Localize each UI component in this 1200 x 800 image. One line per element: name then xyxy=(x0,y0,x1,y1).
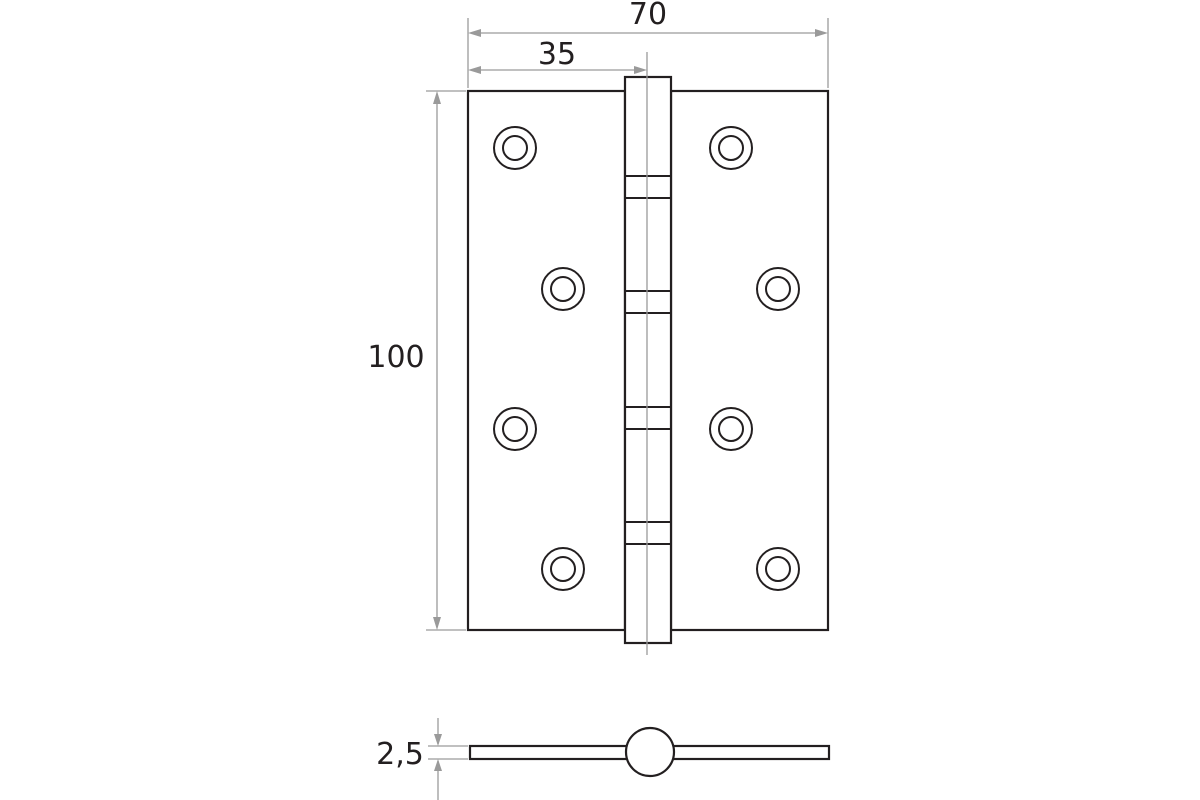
hinge-knuckle xyxy=(623,75,673,645)
knuckle-segment-lines xyxy=(625,175,671,545)
hinge-side-view xyxy=(468,726,831,778)
screw-hole xyxy=(756,267,800,311)
dimension-label-leaf-width: 35 xyxy=(538,37,576,72)
dimension-height: 100 xyxy=(367,90,466,631)
hinge-front-view xyxy=(466,52,830,655)
screw-hole xyxy=(709,407,753,451)
dimension-total-width: 70 xyxy=(467,0,829,88)
dimension-label-height: 100 xyxy=(367,340,424,375)
profile-pin-barrel xyxy=(624,726,676,778)
right-leaf xyxy=(669,89,830,632)
screw-hole xyxy=(493,126,537,170)
screw-hole xyxy=(493,407,537,451)
left-leaf xyxy=(466,89,627,632)
dimension-thickness: 2,5 xyxy=(376,718,468,800)
profile-right-leaf xyxy=(668,744,831,761)
screw-hole xyxy=(541,547,585,591)
screw-holes xyxy=(493,126,800,591)
dimension-label-total-width: 70 xyxy=(629,0,667,32)
screw-hole xyxy=(541,267,585,311)
profile-left-leaf xyxy=(468,744,632,761)
dimension-label-thickness: 2,5 xyxy=(376,737,424,772)
screw-hole xyxy=(709,126,753,170)
screw-hole xyxy=(756,547,800,591)
dimension-leaf-width: 35 xyxy=(468,37,647,74)
